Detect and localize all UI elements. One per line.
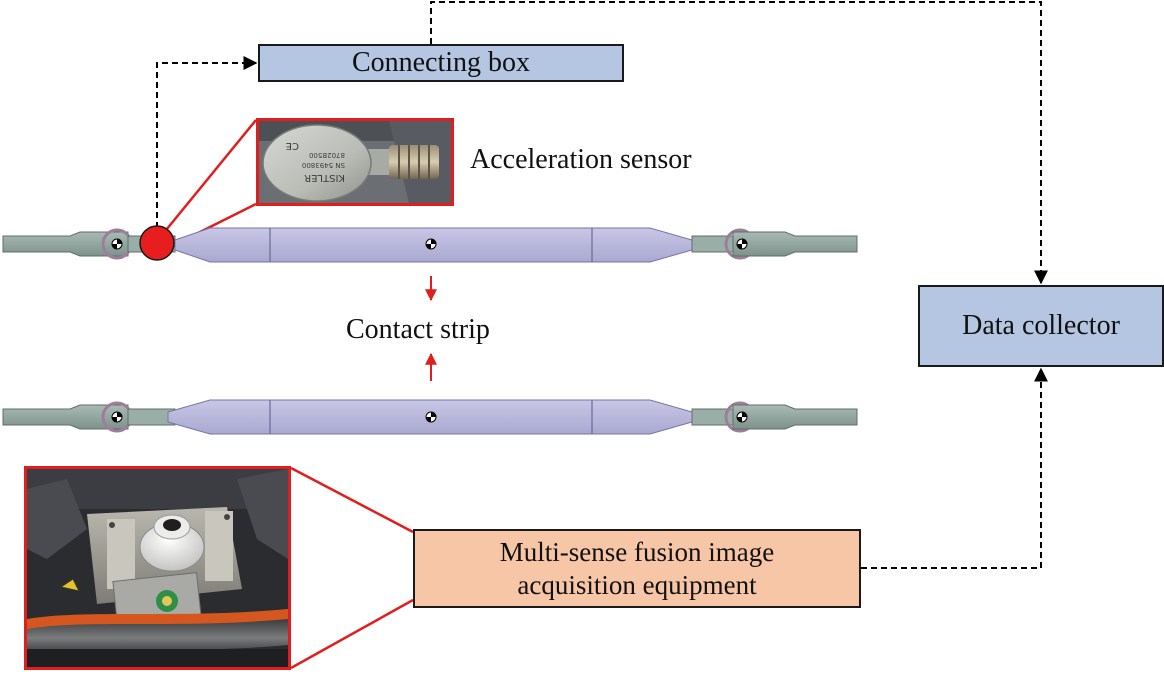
multi-sense-label-line1: Multi-sense fusion image	[499, 536, 775, 567]
connector-connecting-box-to-collector	[430, 1, 1048, 285]
sensor-photo-illustration: KISTLER SN 5493800 8702B500 CE	[259, 121, 451, 203]
centroid-marker-upper-left	[111, 238, 123, 250]
multi-sense-box: Multi-sense fusion image acquisition equ…	[413, 529, 861, 608]
equipment-photo-illustration	[27, 469, 288, 667]
left-taper-lower	[127, 408, 176, 426]
sensor-engraving-1: KISTLER	[304, 172, 345, 183]
multi-sense-label-line2: acquisition equipment	[517, 569, 757, 600]
lower-pantograph	[2, 399, 858, 435]
callout-line-equipment-top	[290, 466, 414, 534]
right-horn-upper	[732, 231, 858, 257]
left-horn-upper	[2, 231, 129, 257]
sensor-engraving-2: SN 5493800	[302, 161, 345, 169]
sensor-ce-mark: CE	[286, 140, 299, 151]
connecting-box-label: Connecting box	[351, 47, 531, 78]
upper-pantograph	[2, 227, 858, 263]
centroid-marker-upper-right	[736, 238, 748, 250]
connector-multisense-to-collector	[861, 367, 1048, 569]
data-collector-box: Data collector	[918, 285, 1164, 367]
centroid-marker-lower-right	[736, 411, 748, 423]
right-horn-lower	[732, 404, 858, 430]
centroid-marker-lower-left	[111, 411, 123, 423]
acceleration-sensor-photo: KISTLER SN 5493800 8702B500 CE	[256, 118, 454, 206]
callout-line-sensor-top	[161, 119, 257, 236]
centroid-marker-lower-center	[425, 411, 437, 423]
contact-strip-label: Contact strip	[346, 314, 490, 345]
centroid-marker-upper-center	[425, 238, 437, 250]
data-collector-label: Data collector	[962, 310, 1120, 341]
left-horn-lower	[2, 404, 129, 430]
multi-sense-equipment-photo	[24, 466, 291, 670]
connecting-box: Connecting box	[258, 44, 624, 82]
connector-sensor-to-connecting-box	[156, 56, 258, 228]
acceleration-sensor-label: Acceleration sensor	[470, 144, 692, 175]
sensor-engraving-3: 8702B500	[309, 151, 345, 159]
callout-line-equipment-bottom	[290, 598, 414, 670]
acceleration-sensor-marker	[139, 225, 175, 261]
